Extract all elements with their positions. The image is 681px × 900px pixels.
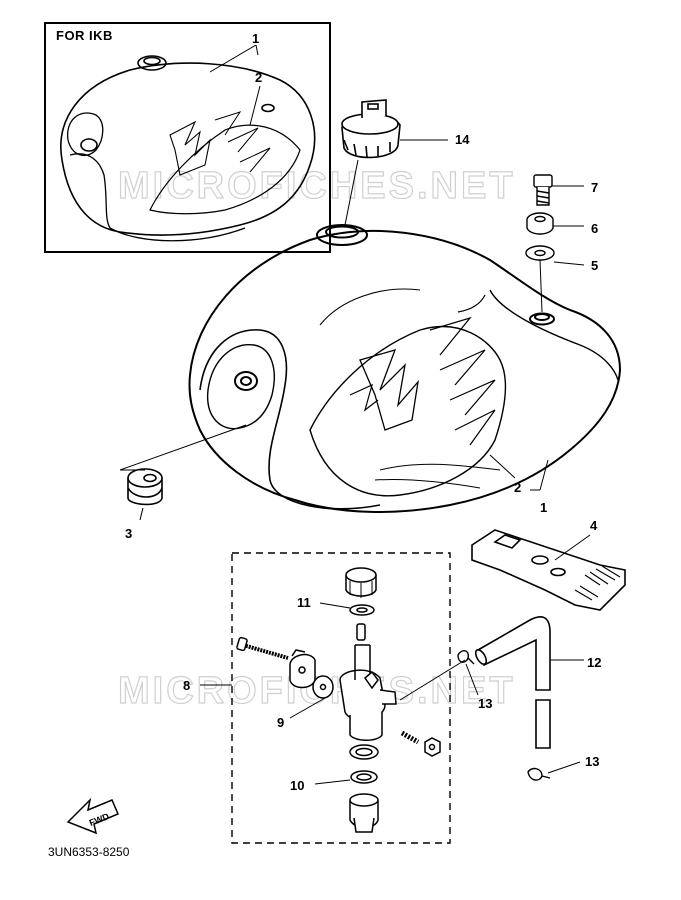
leader-3 [119, 424, 247, 471]
callout-1: 1 [540, 500, 548, 515]
bracket-part-4 [471, 529, 626, 611]
callout-6: 6 [591, 221, 599, 236]
clip-part-13-upper [457, 650, 475, 665]
centerline-7-5 [539, 259, 543, 313]
bolt-part-7 [533, 174, 553, 206]
callout-3: 3 [125, 526, 133, 541]
leader-9 [289, 697, 326, 719]
callout-7: 7 [591, 180, 599, 195]
leader-14b [344, 159, 359, 226]
leader-2-main [489, 454, 516, 479]
leader-11 [319, 602, 351, 609]
leader-10 [314, 779, 351, 785]
leader-1-main [539, 459, 549, 491]
fuel-cock-parts [236, 567, 441, 833]
callout-14: 14 [455, 132, 470, 147]
callout-11: 11 [297, 595, 311, 610]
drawing-code: 3UN6353-8250 [48, 845, 130, 859]
callout-9: 9 [277, 715, 285, 730]
callout-2: 2 [514, 480, 522, 495]
leader-13b [547, 761, 581, 774]
callout-13-upper: 13 [478, 696, 493, 711]
inset-label: FOR IKB [56, 28, 113, 43]
leader-3c [139, 507, 144, 521]
leader-13-to-cock [399, 659, 466, 701]
inset-frame [44, 22, 331, 253]
fuel-cock-assembly-frame [231, 552, 451, 844]
washer-part-5 [525, 245, 555, 261]
callout-10: 10 [290, 778, 305, 793]
inset-leader-1b [255, 44, 259, 56]
leader-13a [465, 663, 479, 696]
callout-inset-1: 1 [252, 31, 260, 46]
leader-4 [554, 534, 591, 561]
collar-part-6 [526, 212, 554, 235]
inset-leader-1a [209, 44, 257, 73]
callout-4: 4 [590, 518, 598, 533]
main-fuel-tank [188, 224, 622, 513]
callout-5: 5 [591, 258, 599, 273]
fuel-cap-part-14 [341, 99, 401, 159]
inset-leader-2 [249, 85, 261, 126]
callout-inset-2: 2 [255, 70, 263, 85]
hose-part-12 [474, 616, 551, 749]
watermark-top: MICROFICHES.NET [118, 165, 516, 207]
inset-fuel-tank [60, 55, 316, 242]
damper-part-3 [127, 468, 163, 506]
leader-5 [553, 261, 585, 266]
forward-arrow-icon: FWD [66, 797, 119, 835]
callout-13-lower: 13 [585, 754, 600, 769]
clip-part-13-lower [527, 767, 551, 781]
callout-8: 8 [183, 678, 191, 693]
callout-12: 12 [587, 655, 602, 670]
